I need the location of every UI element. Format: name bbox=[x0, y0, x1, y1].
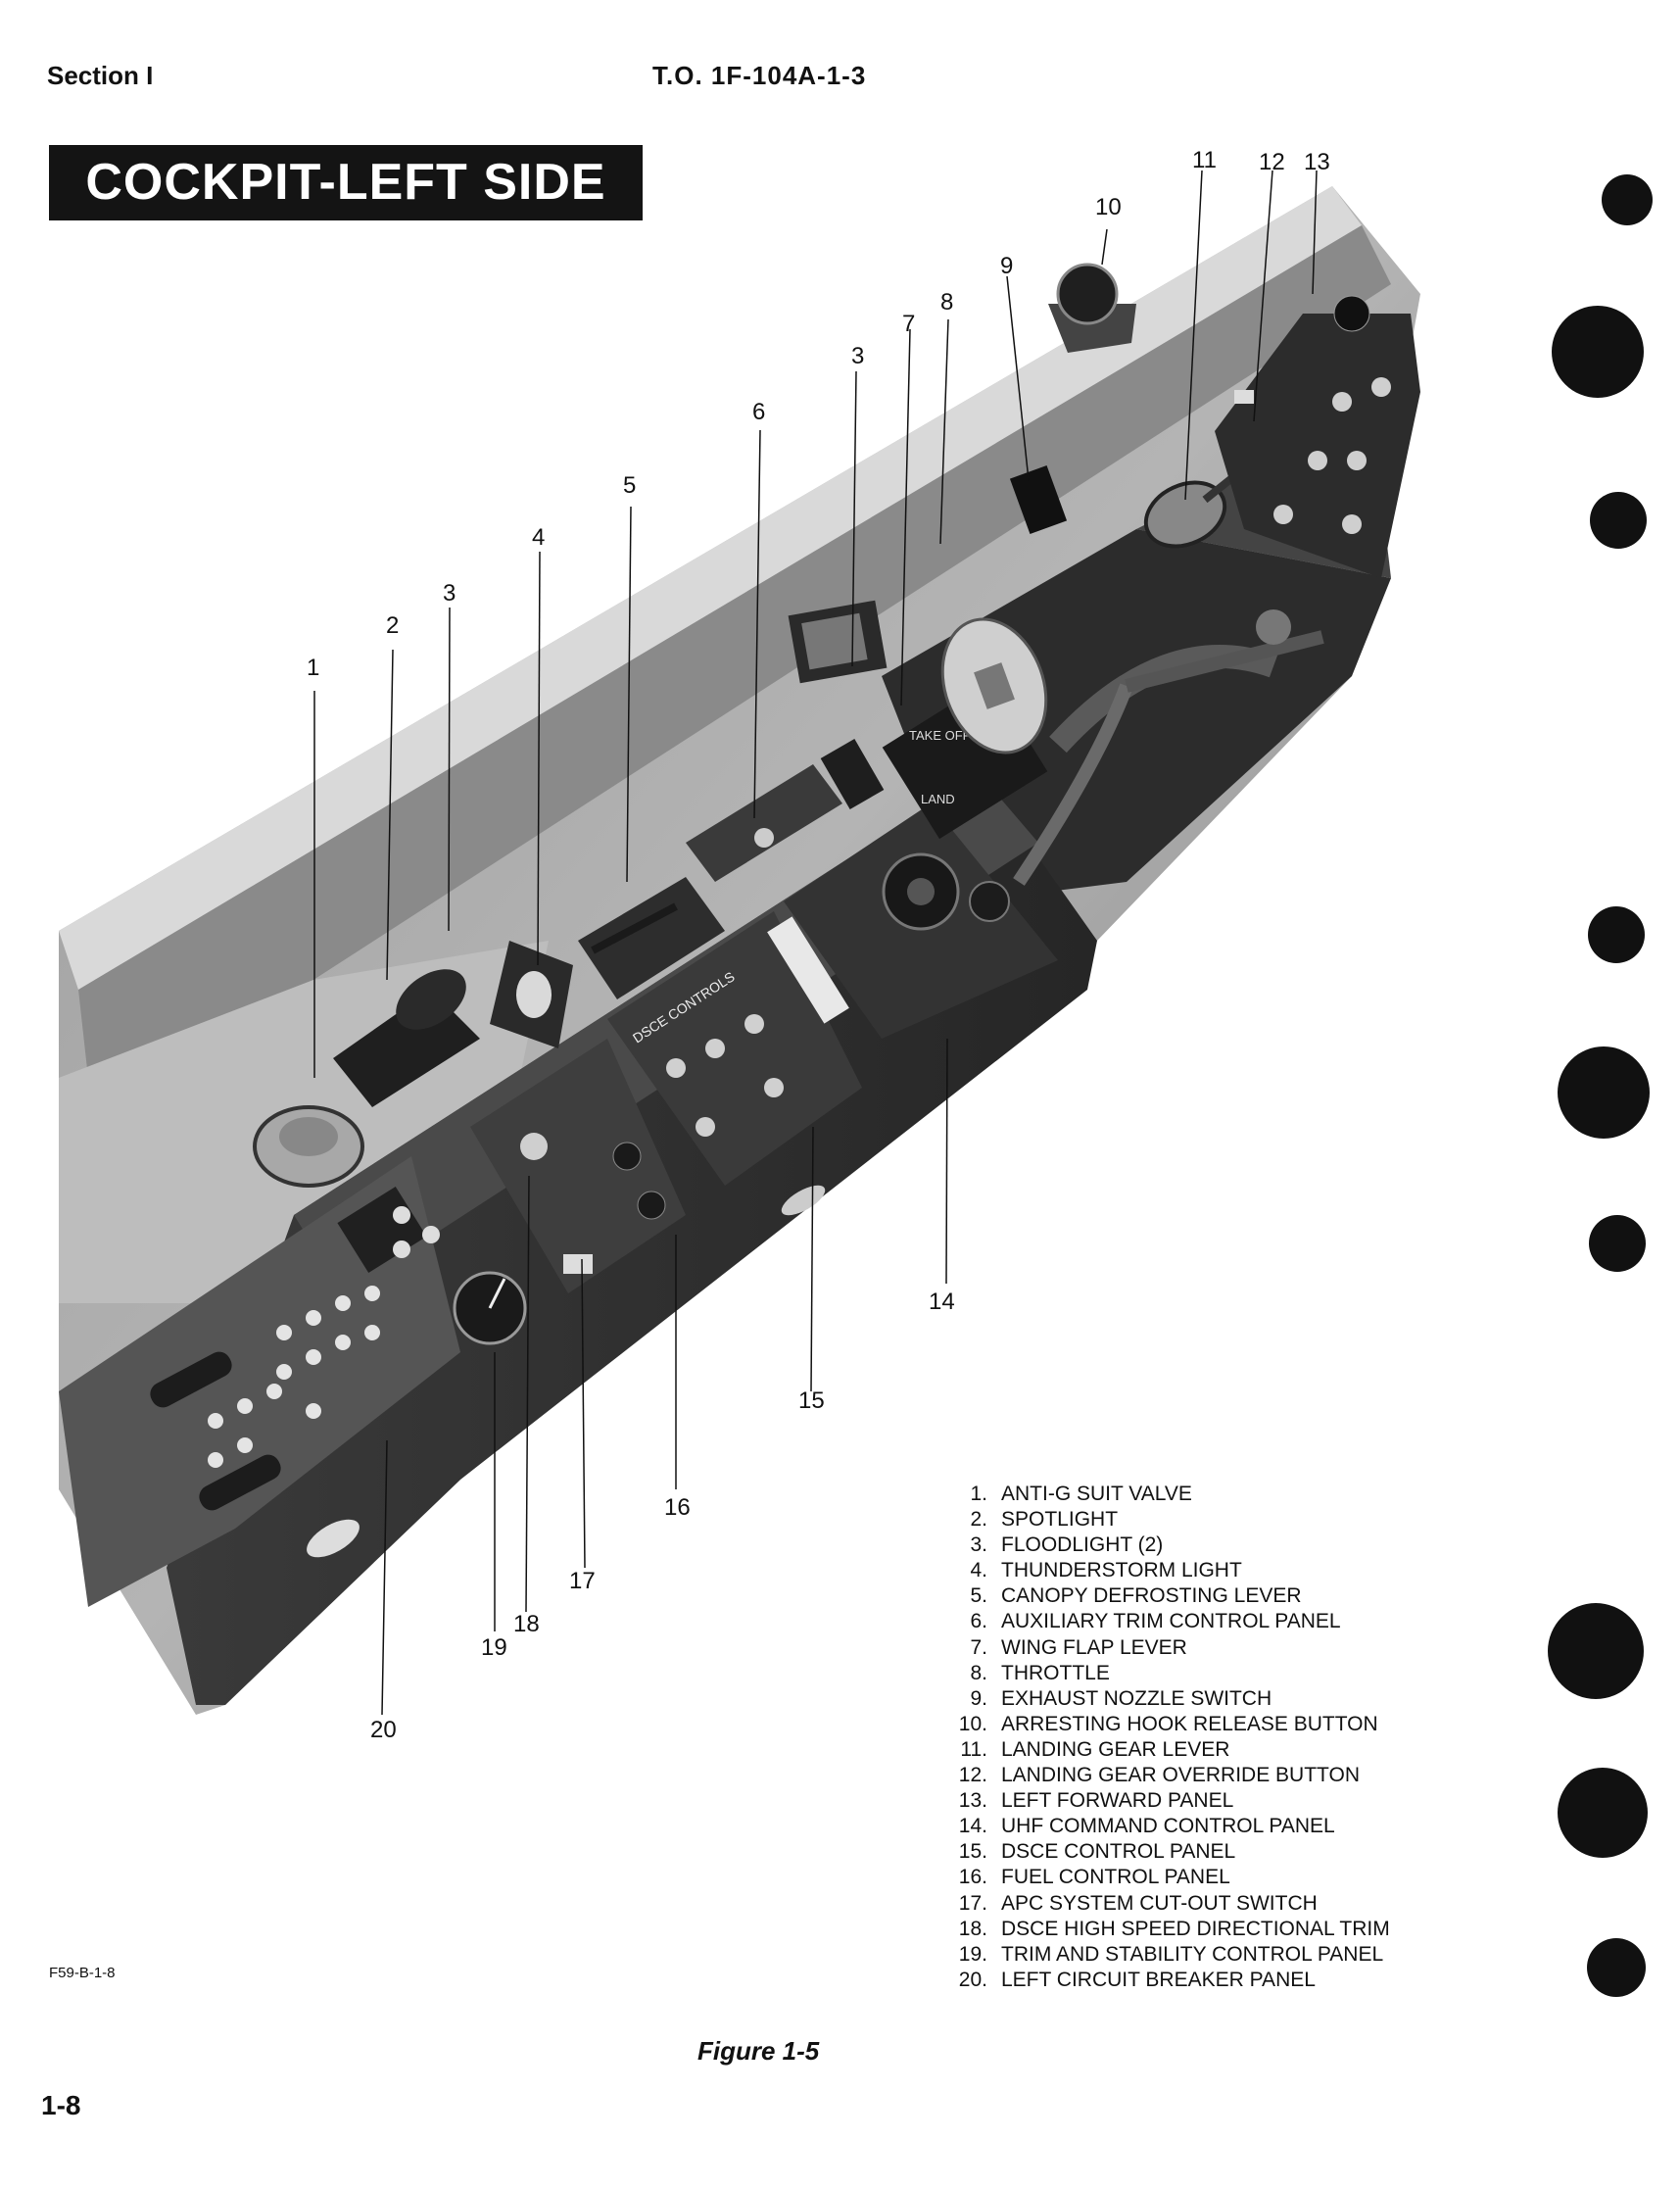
callout-3: 3 bbox=[443, 580, 456, 607]
legend-item: 3.FLOODLIGHT (2) bbox=[970, 1533, 1164, 1557]
callout-8: 8 bbox=[940, 289, 954, 316]
technical-order-number: T.O. 1F-104A-1-3 bbox=[652, 61, 867, 90]
legend-item: 2.SPOTLIGHT bbox=[970, 1508, 1119, 1532]
callout-13: 13 bbox=[1304, 149, 1330, 175]
punch-hole bbox=[1552, 306, 1644, 398]
punch-hole bbox=[1589, 1215, 1646, 1272]
figure-id: F59-B-1-8 bbox=[49, 1965, 116, 1981]
legend-item: 6.AUXILIARY TRIM CONTROL PANEL bbox=[970, 1610, 1341, 1633]
legend-item: 19.TRIM AND STABILITY CONTROL PANEL bbox=[958, 1942, 1384, 1966]
legend-item: 15.DSCE CONTROL PANEL bbox=[958, 1840, 1236, 1864]
callout-14: 14 bbox=[929, 1289, 955, 1315]
section-label: Section I bbox=[47, 61, 154, 90]
callout-19: 19 bbox=[481, 1634, 507, 1661]
legend-item: 10.ARRESTING HOOK RELEASE BUTTON bbox=[958, 1712, 1378, 1735]
legend-item: 18.DSCE HIGH SPEED DIRECTIONAL TRIM bbox=[958, 1917, 1390, 1940]
legend-list: 1.ANTI-G SUIT VALVE 2.SPOTLIGHT 3.FLOODL… bbox=[948, 1482, 1390, 1993]
land-label: LAND bbox=[921, 792, 955, 806]
punch-hole bbox=[1588, 906, 1645, 963]
legend-item: 8.THROTTLE bbox=[970, 1661, 1110, 1684]
page-title: COCKPIT-LEFT SIDE bbox=[49, 145, 643, 220]
callout-5: 5 bbox=[623, 472, 637, 499]
callout-7: 7 bbox=[902, 311, 916, 337]
callout-3b: 3 bbox=[851, 343, 865, 369]
figure-caption: Figure 1-5 bbox=[697, 2036, 820, 2066]
legend-item: 7.WING FLAP LEVER bbox=[970, 1635, 1187, 1659]
circuit-breaker-panel bbox=[59, 1156, 460, 1607]
callout-1: 1 bbox=[307, 655, 320, 681]
callout-20: 20 bbox=[370, 1717, 397, 1743]
auxiliary-trim-panel bbox=[686, 764, 842, 882]
legend-item: 14.UHF COMMAND CONTROL PANEL bbox=[958, 1815, 1335, 1838]
callout-18: 18 bbox=[513, 1611, 540, 1637]
callout-16: 16 bbox=[664, 1494, 691, 1521]
punch-hole bbox=[1590, 492, 1647, 549]
punch-hole bbox=[1558, 1768, 1648, 1858]
cockpit-photo: DSCE CONTROLS TAKE OFF LAND bbox=[59, 170, 1420, 1716]
legend-item: 5.CANOPY DEFROSTING LEVER bbox=[970, 1584, 1302, 1608]
punch-hole bbox=[1602, 174, 1653, 225]
legend-item: 20.LEFT CIRCUIT BREAKER PANEL bbox=[958, 1968, 1316, 1991]
callout-10: 10 bbox=[1095, 194, 1122, 220]
callout-9: 9 bbox=[1000, 253, 1014, 279]
callout-2: 2 bbox=[386, 612, 400, 639]
canopy-defrost-lever bbox=[591, 902, 678, 954]
punch-hole bbox=[1548, 1603, 1644, 1699]
page-number: 1-8 bbox=[41, 2090, 81, 2120]
legend-item: 9.EXHAUST NOZZLE SWITCH bbox=[970, 1686, 1272, 1710]
callout-11: 11 bbox=[1192, 147, 1217, 173]
legend-item: 1.ANTI-G SUIT VALVE bbox=[970, 1483, 1192, 1505]
legend-item: 4.THUNDERSTORM LIGHT bbox=[970, 1559, 1242, 1582]
callout-4: 4 bbox=[532, 524, 546, 551]
punch-hole bbox=[1587, 1938, 1646, 1997]
legend-item: 11.LANDING GEAR LEVER bbox=[960, 1737, 1230, 1761]
legend-item: 12.LANDING GEAR OVERRIDE BUTTON bbox=[958, 1764, 1361, 1787]
punch-hole bbox=[1558, 1046, 1650, 1139]
exhaust-nozzle-switch bbox=[1009, 464, 1068, 535]
callout-12: 12 bbox=[1259, 149, 1285, 175]
legend-item: 16.FUEL CONTROL PANEL bbox=[958, 1866, 1230, 1889]
take-off-label: TAKE OFF bbox=[909, 728, 971, 743]
callout-17: 17 bbox=[569, 1568, 596, 1594]
legend-item: 17.APC SYSTEM CUT-OUT SWITCH bbox=[958, 1891, 1318, 1915]
left-forward-panel bbox=[1215, 314, 1420, 578]
callout-15: 15 bbox=[798, 1387, 825, 1414]
callout-6: 6 bbox=[752, 399, 766, 425]
legend-item: 13.LEFT FORWARD PANEL bbox=[958, 1789, 1234, 1813]
canopy-rail bbox=[59, 186, 1362, 990]
fuel-control-panel bbox=[470, 1039, 686, 1293]
